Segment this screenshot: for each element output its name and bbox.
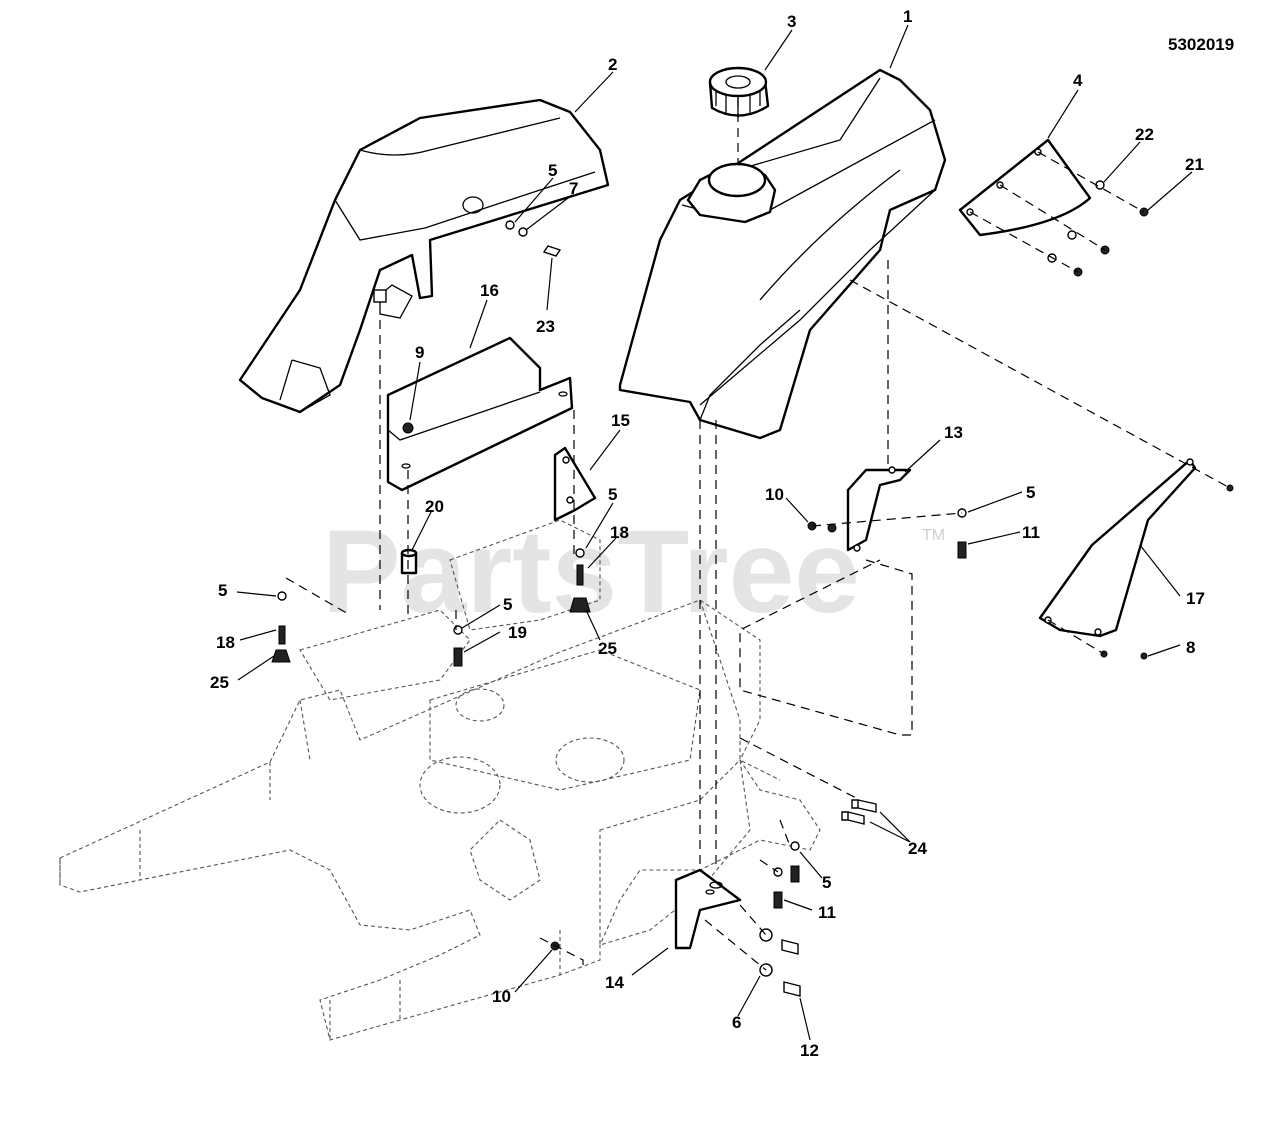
callout-24: 24 xyxy=(908,839,927,858)
side-bracket xyxy=(553,446,597,522)
callout-14: 14 xyxy=(605,973,624,992)
lower-bracket xyxy=(674,868,742,950)
callout-5: 5 xyxy=(548,161,557,180)
callouts: 5302019 1 2 3 4 5 7 22 21 16 23 9 15 13 … xyxy=(210,7,1234,1060)
callout-17: 17 xyxy=(1186,589,1205,608)
left-fender-pod xyxy=(238,98,610,414)
callout-21: 21 xyxy=(1185,155,1204,174)
callout-11-lower: 11 xyxy=(818,903,836,922)
callout-3: 3 xyxy=(787,12,796,31)
callout-11-right: 11 xyxy=(1022,523,1040,542)
fuel-cap xyxy=(708,66,770,118)
spacer xyxy=(400,548,418,575)
callout-5-right: 5 xyxy=(1026,483,1035,502)
callout-6: 6 xyxy=(732,1013,741,1032)
tank-shield-plate xyxy=(958,138,1092,237)
callout-4: 4 xyxy=(1073,71,1083,90)
callout-23: 23 xyxy=(536,317,555,336)
callout-5-center: 5 xyxy=(503,595,512,614)
support-bracket xyxy=(386,336,574,492)
callout-13: 13 xyxy=(944,423,963,442)
callout-18-mid: 18 xyxy=(610,523,629,542)
callout-25-mid: 25 xyxy=(598,639,617,658)
callout-22: 22 xyxy=(1135,125,1154,144)
callout-9: 9 xyxy=(415,343,424,362)
callout-2: 2 xyxy=(608,55,617,74)
callout-20: 20 xyxy=(425,497,444,516)
hardware xyxy=(271,180,1234,997)
callout-19: 19 xyxy=(508,623,527,642)
fuel-tank xyxy=(618,68,947,440)
callout-12: 12 xyxy=(800,1041,819,1060)
callout-7: 7 xyxy=(569,179,578,198)
callout-10-bottom: 10 xyxy=(492,987,511,1006)
callout-10-right: 10 xyxy=(765,485,784,504)
callout-15: 15 xyxy=(611,411,630,430)
callout-5-mid: 5 xyxy=(608,485,617,504)
callout-18-left: 18 xyxy=(216,633,235,652)
rear-shield xyxy=(1038,458,1197,638)
callout-1: 1 xyxy=(903,7,912,26)
callout-5-left: 5 xyxy=(218,581,227,600)
callout-5-lower: 5 xyxy=(822,873,831,892)
callout-25-left: 25 xyxy=(210,673,229,692)
watermark-trademark: TM xyxy=(922,527,945,544)
leader-lines xyxy=(236,24,1193,1041)
callout-16: 16 xyxy=(480,281,499,300)
diagram-code: 5302019 xyxy=(1168,35,1234,54)
right-bracket xyxy=(846,466,912,552)
callout-8: 8 xyxy=(1186,638,1195,657)
alignment-lines xyxy=(285,98,1231,971)
